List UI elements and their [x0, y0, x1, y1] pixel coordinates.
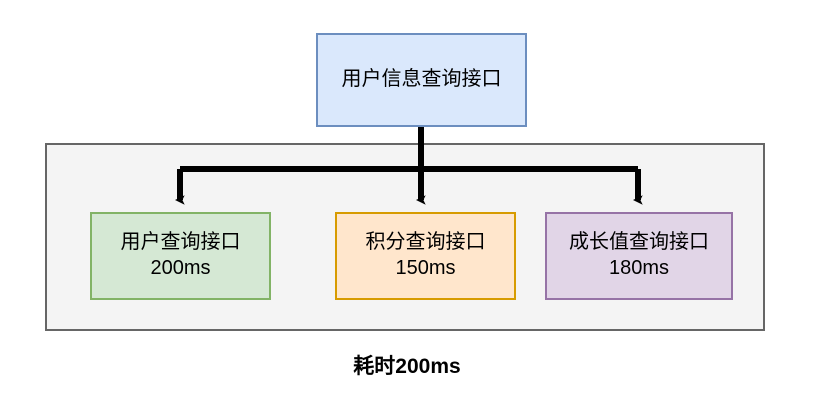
diagram-caption: 耗时200ms [353, 355, 461, 378]
node-points-query-label: 积分查询接口 [365, 231, 486, 254]
node-user-info-query-interface[interactable]: 用户信息查询接口 [316, 33, 527, 127]
node-points-query-latency: 150ms [395, 257, 456, 279]
node-growth-query-label: 成长值查询接口 [569, 231, 709, 254]
node-user-query-label: 用户查询接口 [120, 231, 241, 254]
node-growth-query-latency: 180ms [608, 257, 670, 279]
node-user-query-latency: 200ms [150, 257, 211, 279]
node-points-query-interface[interactable]: 积分查询接口 150ms [335, 212, 516, 300]
node-user-query-interface[interactable]: 用户查询接口 200ms [90, 212, 271, 300]
node-parent-label: 用户信息查询接口 [341, 68, 502, 91]
node-growth-query-interface[interactable]: 成长值查询接口 180ms [545, 212, 733, 300]
